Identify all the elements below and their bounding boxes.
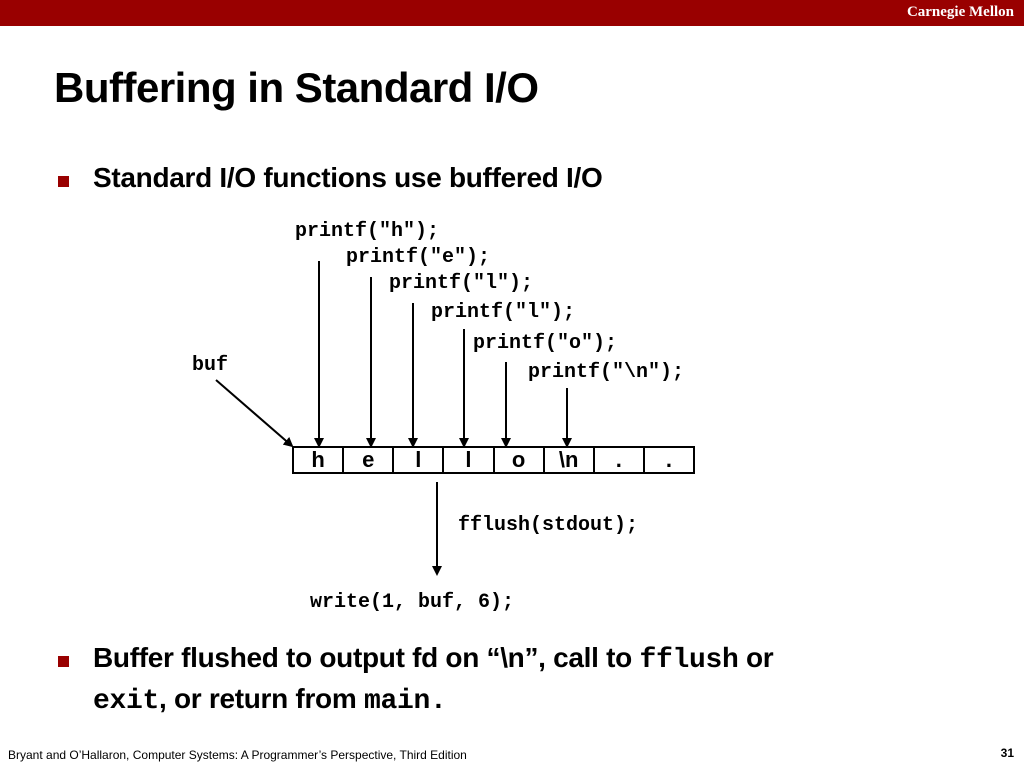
bullet-text-1: Standard I/O functions use buffered I/O bbox=[93, 162, 603, 193]
buffer-cell: l bbox=[444, 447, 495, 472]
main-code: main. bbox=[363, 686, 447, 717]
printf-call-newline: printf("\n"); bbox=[528, 361, 685, 384]
printf-call-l2: printf("l"); bbox=[431, 301, 576, 324]
printf-call-e: printf("e"); bbox=[346, 246, 491, 269]
footer-citation: Bryant and O’Hallaron, Computer Systems:… bbox=[8, 748, 467, 762]
printf-call-o: printf("o"); bbox=[473, 332, 618, 355]
buffer-cell: . bbox=[595, 447, 645, 472]
buffer-cell: o bbox=[495, 447, 545, 472]
bullet-text-2-line2: exit, or return from main. bbox=[93, 683, 447, 717]
buffer-cell: . bbox=[665, 447, 672, 472]
header-bar: Carnegie Mellon bbox=[0, 0, 1024, 26]
fflush-call: fflush(stdout); bbox=[458, 514, 639, 537]
bullet-marker-1 bbox=[58, 176, 69, 187]
buffer-cell: h bbox=[294, 447, 345, 472]
institution-label: Carnegie Mellon bbox=[906, 4, 1014, 20]
exit-code: exit bbox=[93, 686, 160, 717]
arrow-buf bbox=[215, 379, 294, 448]
bullet-marker-2 bbox=[58, 656, 69, 667]
buffer-array: h e l l o \n . . bbox=[292, 446, 695, 474]
bullet2-part3: , or return from bbox=[159, 683, 364, 714]
buffer-cell: \n bbox=[545, 447, 595, 472]
slide-title: Buffering in Standard I/O bbox=[54, 64, 539, 111]
bullet2-part1: Buffer flushed to output fd on “\n”, cal… bbox=[93, 642, 640, 673]
buffer-cell: l bbox=[394, 447, 445, 472]
buffer-cell: e bbox=[344, 447, 395, 472]
bullet2-part2: or bbox=[738, 642, 774, 673]
buf-label: buf bbox=[192, 354, 229, 377]
page-number: 31 bbox=[1000, 746, 1014, 760]
printf-call-h: printf("h"); bbox=[295, 220, 440, 243]
fflush-code: fflush bbox=[639, 645, 739, 676]
printf-call-l1: printf("l"); bbox=[389, 272, 534, 295]
bullet-text-2-line1: Buffer flushed to output fd on “\n”, cal… bbox=[93, 642, 774, 676]
write-call: write(1, buf, 6); bbox=[310, 591, 515, 614]
